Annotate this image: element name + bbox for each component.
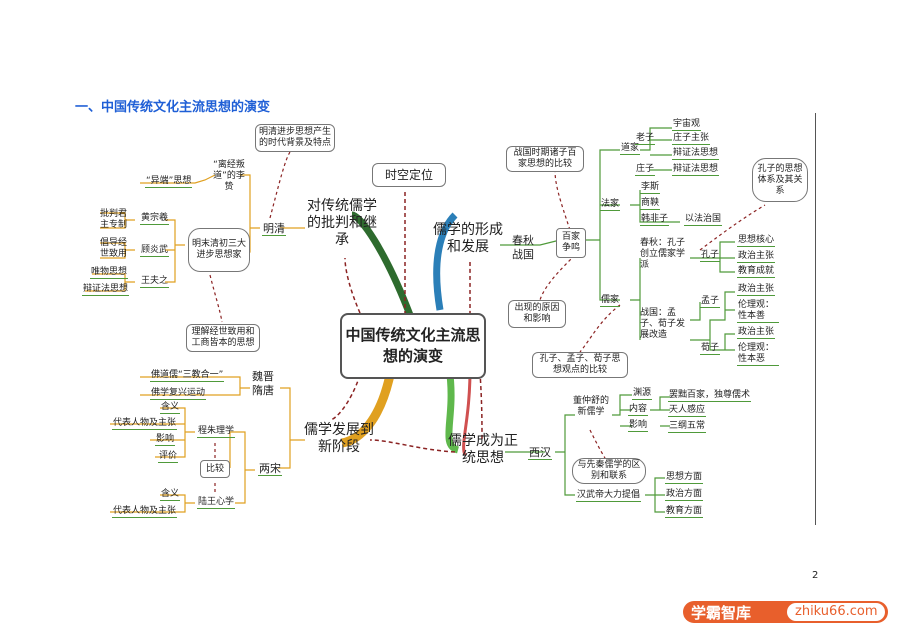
box-spacetime: 时空定位 [372,163,446,187]
petal-green-top [350,211,414,317]
aspect-2: 政治方面 [665,489,704,501]
watermark-cn: 学霸智库 [691,603,752,622]
wang-item-1: 唯物思想 [90,267,129,279]
margin-rule [815,113,816,525]
luwang-item-2: 代表人物及主张 [112,506,178,518]
period-chunqiu: 春秋战国 [512,234,534,261]
chengzhu-item-3: 影响 [155,434,176,446]
dong-item-1: 渊源 [632,388,653,400]
fajia-person-2: 商鞅 [640,198,661,210]
label-dongzhongshu: 董仲舒的新儒学 [572,396,609,417]
xunzi-item-1: 政治主张 [737,327,776,339]
luwang-item-1: 含义 [160,489,181,501]
petal-green-bottom [445,374,460,454]
label-xunzi: 荀子 [700,343,721,355]
kongzi-item-1: 思想核心 [737,235,776,247]
center-topic: 中国传统文化主流思想的演变 [340,313,486,379]
dong-content-3: 三纲五常 [668,421,707,433]
box-compare-schools: 战国时期诸子百家思想的比较 [506,146,584,172]
gu-item: 倡导经世致用 [100,238,128,259]
huang-item: 批判君主专制 [100,209,128,230]
page-number: 2 [812,570,819,581]
dong-content-2: 天人感应 [668,405,707,417]
dong-item-2: 内容 [628,404,649,416]
chengzhu-item-2: 代表人物及主张 [112,418,178,430]
box-three-thinkers: 明末清初三大进步思想家 [188,228,250,272]
period-liangsong: 两宋 [258,462,282,476]
chengzhu-item-1: 含义 [160,402,181,414]
fajia-note: 以法治国 [684,214,723,226]
fajia-person-1: 李斯 [640,182,661,194]
label-mengzi: 孟子 [700,296,721,308]
box-kongzi-system: 孔子的思想体系及其关系 [752,158,808,202]
box-reason: 出现的原因和影响 [508,300,566,328]
aspect-3: 教育方面 [665,506,704,518]
li-item: “异端”思想 [145,176,193,188]
rujia-chunqiu: 春秋：孔子创立儒家学派 [640,238,686,270]
label-fajia: 法家 [600,199,621,211]
label-laozi: 老子 [635,133,656,145]
box-baijia: 百家争鸣 [556,228,586,258]
petal-blue-top [433,212,458,311]
watermark-url: zhiku66.com [787,603,886,621]
chengzhu-item-4: 评价 [158,451,179,463]
branch-orthodox: 儒学成为正统思想 [448,433,518,466]
weijin-item-2: 佛学复兴运动 [150,388,207,400]
period-mingqing: 明清 [262,222,286,236]
label-kongzi: 孔子 [700,250,721,262]
label-wang: 王夫之 [140,276,170,288]
kongzi-item-3: 教育成就 [737,266,776,278]
mengzi-item-2: 伦理观：性本善 [737,300,779,323]
mengzi-item-1: 政治主张 [737,284,776,296]
xunzi-item-2: 伦理观：性本恶 [737,343,779,366]
weijin-item-1: 佛道儒“三教合一” [150,370,225,382]
box-bijiao: 比较 [200,460,230,478]
dong-item-3: 影响 [628,420,649,432]
laozi-item-2: 庄子主张 [672,133,711,145]
aspect-1: 思想方面 [665,472,704,484]
dong-content-1: 罢黜百家，独尊儒术 [668,390,752,402]
box-relation: 与先秦儒学的区别和联系 [572,458,646,484]
zhuangzi-item: 辩证法思想 [672,164,720,176]
label-chengzhu: 程朱理学 [197,426,236,438]
watermark-logo: 学霸智库 zhiku66.com [683,601,888,623]
wang-item-2: 辩证法思想 [82,284,130,296]
petal-orange-bottom [340,374,395,448]
label-lizhi: “离经叛道”的李贽 [213,160,245,192]
period-xihan: 西汉 [528,446,552,460]
laozi-item-3: 辩证法思想 [672,148,720,160]
box-understand: 理解经世致用和工商皆本的思想 [186,324,260,352]
branch-formation: 儒学的形成和发展 [433,222,503,255]
section-heading: 一、中国传统文化主流思想的演变 [75,100,271,115]
label-hanwudi: 汉武帝大力提倡 [576,490,642,502]
rujia-zhanguo: 战国：孟子、荀子发展改造 [640,308,686,340]
fajia-person-3: 韩非子 [640,214,670,226]
period-weijin: 魏晋隋唐 [252,370,274,397]
label-luwang: 陆王心学 [197,497,236,509]
label-huang: 黄宗羲 [140,213,170,225]
label-gu: 顾炎武 [140,245,170,257]
label-rujia: 儒家 [600,295,621,307]
line-center-bottom-right [462,369,472,456]
label-zhuangzi: 庄子 [635,164,656,176]
branch-critique: 对传统儒学的批判和继承 [307,198,377,248]
label-daojia: 道家 [620,143,641,155]
branch-new-stage: 儒学发展到新阶段 [304,422,374,455]
box-three-sages: 孔子、孟子、荀子思想观点的比较 [532,352,628,378]
box-background: 明清进步思想产生的时代背景及特点 [255,124,335,152]
laozi-item-1: 宇宙观 [672,119,702,131]
kongzi-item-2: 政治主张 [737,251,776,263]
